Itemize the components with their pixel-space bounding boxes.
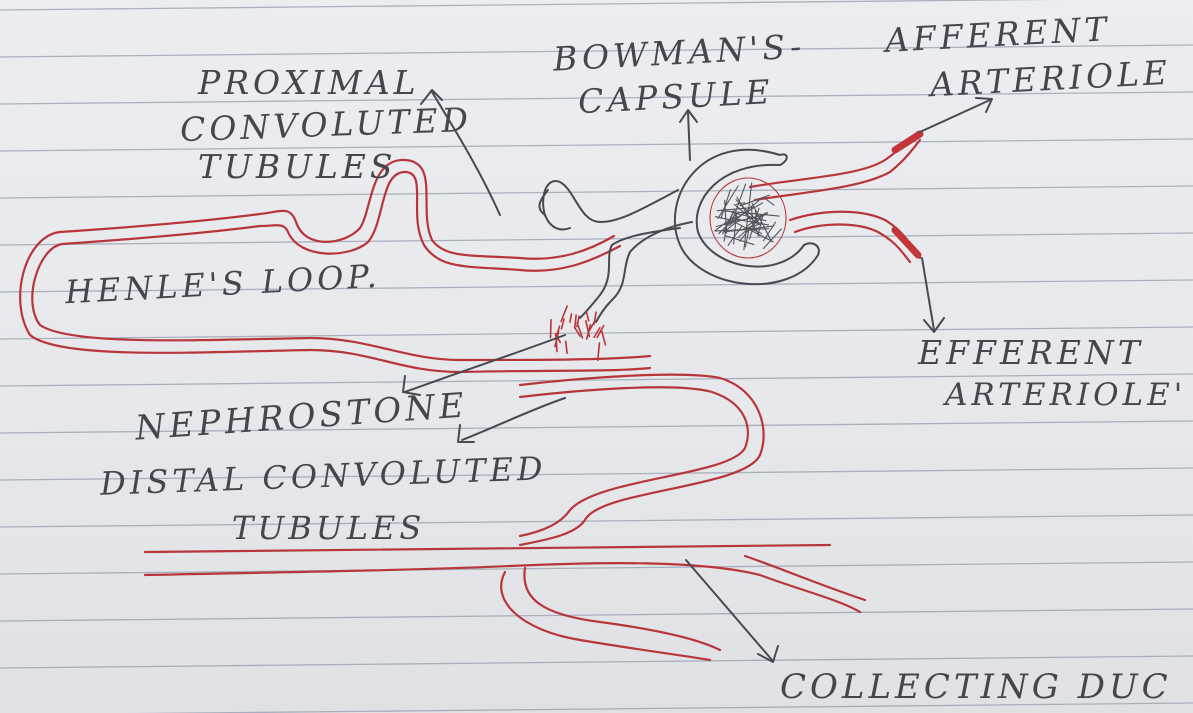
label-proximal-3: TUBULES [198, 150, 397, 183]
nephrostome-cilium [575, 315, 576, 328]
label-collecting-duct: COLLECTING DUC [780, 670, 1172, 704]
bowmans-capsule [539, 150, 818, 322]
arrow-nephrostone [403, 335, 565, 395]
arrow-efferent [922, 258, 944, 332]
nephrostome-tuft [551, 306, 606, 360]
label-efferent-1: EFFERENT [918, 336, 1144, 369]
arrow-collecting [686, 560, 778, 662]
ruled-line [0, 139, 1193, 151]
ruled-line [0, 0, 1193, 10]
nephrostome-cilium [570, 314, 572, 322]
label-proximal-1: PROXIMAL [198, 66, 420, 99]
ruled-line [0, 609, 1193, 621]
label-distal-2: TUBULES [232, 512, 425, 544]
nephrostome-cilium [577, 316, 579, 326]
glomerulus-stroke [736, 203, 744, 204]
glomerulus-stroke [765, 198, 774, 205]
arrow-bowman [680, 110, 697, 160]
label-efferent-2: ARTERIOLE' [945, 380, 1186, 411]
label-proximal-2: CONVOLUTED [180, 103, 473, 146]
label-bowman-2: CAPSULE [577, 75, 774, 118]
nephrostome-cilium [566, 341, 567, 353]
ruled-line [0, 186, 1193, 198]
nephrostome-cilium [601, 330, 605, 345]
ruled-line [0, 515, 1193, 527]
nephrostome-cilium [586, 311, 588, 321]
arrow-distal [458, 398, 565, 442]
